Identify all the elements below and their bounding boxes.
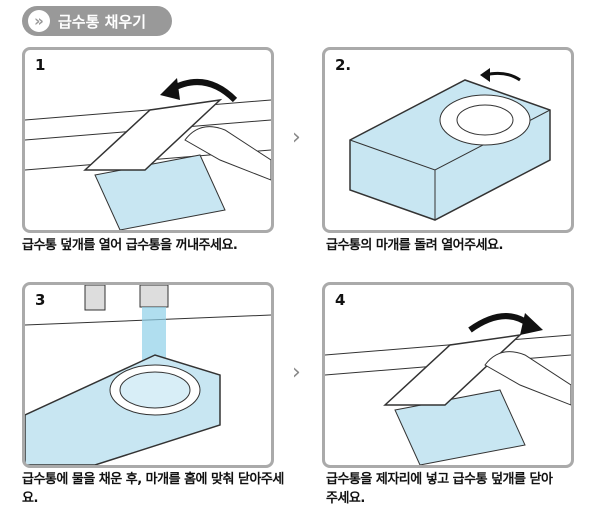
section-title-label: 급수통 채우기 xyxy=(58,12,147,31)
step-2-caption: 급수통의 마개를 돌려 열어주세요. xyxy=(326,238,503,253)
step-number: 4 xyxy=(335,291,346,309)
open-cover-illustration xyxy=(25,78,271,230)
step-number: 2. xyxy=(335,56,352,74)
close-cover-illustration xyxy=(325,313,571,465)
double-chevron-right-icon: » xyxy=(28,10,50,32)
step-2-illustration: 2. xyxy=(322,47,574,233)
step-3-illustration: 3 xyxy=(22,282,274,468)
step-4-illustration: 4 xyxy=(322,282,574,468)
step-3-caption: 급수통에 물을 채운 후, 마개를 홈에 맞춰 닫아주세요. xyxy=(22,472,284,506)
next-step-arrow-icon: › xyxy=(292,360,301,385)
open-cap-illustration xyxy=(349,68,551,221)
next-step-arrow-icon: › xyxy=(292,125,301,150)
step-number: 1 xyxy=(35,56,46,74)
section-title: » 급수통 채우기 xyxy=(22,6,172,36)
step-1-caption: 급수통 덮개를 열어 급수통을 꺼내주세요. xyxy=(22,238,238,253)
step-number: 3 xyxy=(35,291,46,309)
fill-water-illustration xyxy=(25,285,271,465)
step-1-illustration: 1 xyxy=(22,47,274,233)
step-4-caption: 급수통을 제자리에 넣고 급수통 덮개를 닫아주세요. xyxy=(326,472,553,506)
